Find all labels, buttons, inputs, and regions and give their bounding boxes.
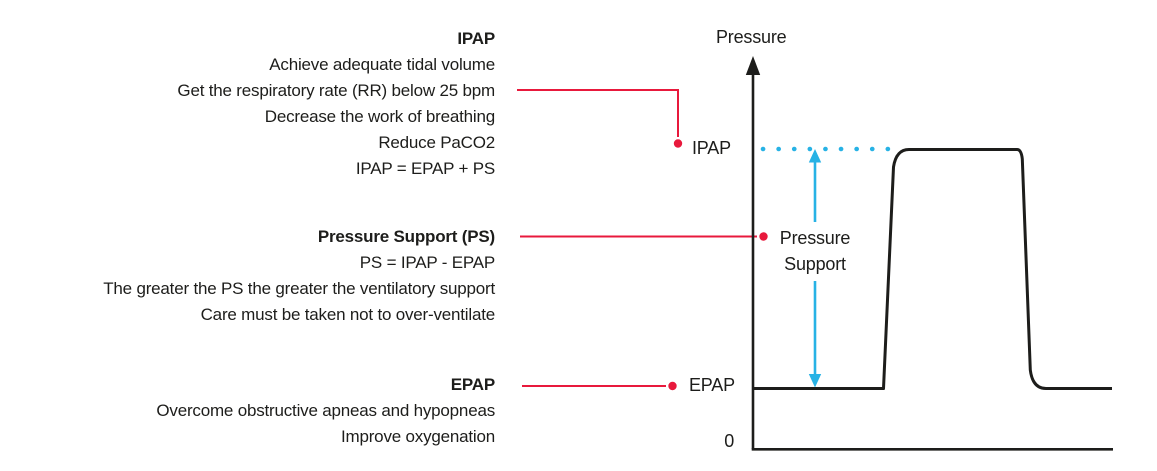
ipap-connector-dot — [673, 139, 683, 148]
pressure-waveform — [753, 148, 1112, 390]
epap-connector-dot — [668, 381, 677, 391]
ipap-line: Reduce PaCO2 — [378, 133, 495, 152]
ipap-line: Achieve adequate tidal volume — [269, 55, 495, 74]
ipap-level-label: IPAP — [692, 138, 731, 158]
ipap-line: IPAP = EPAP + PS — [355, 159, 495, 178]
pressure-support-arrow-label: Pressure Support — [763, 225, 867, 277]
ipap-line: Decrease the work of breathing — [264, 107, 495, 126]
epap-line: Overcome obstructive apneas and hypopnea… — [156, 401, 495, 420]
ipap-heading: IPAP — [457, 29, 495, 48]
pressure-support-label-line2: Support — [784, 254, 846, 274]
ps-line: The greater the PS the greater the venti… — [103, 279, 495, 298]
pressure-support-label-line1: Pressure — [779, 228, 851, 248]
y-axis-arrowhead-icon — [745, 56, 761, 75]
epap-level-label: EPAP — [689, 375, 735, 395]
ps-line: Care must be taken not to over-ventilate — [200, 305, 496, 324]
ps-line: PS = IPAP - EPAP — [359, 253, 495, 272]
origin-zero-label: 0 — [724, 431, 734, 451]
ps-heading: Pressure Support (PS) — [317, 227, 495, 246]
annotation-block-ps: Pressure Support (PS) PS = IPAP - EPAP T… — [0, 224, 495, 328]
ps-connector-dot — [759, 232, 768, 241]
ps-arrow-down-head-icon — [808, 374, 822, 388]
epap-heading: EPAP — [450, 375, 495, 394]
epap-line: Improve oxygenation — [340, 427, 495, 446]
ps-arrow-up-head-icon — [808, 149, 822, 163]
annotation-block-ipap: IPAP Achieve adequate tidal volume Get t… — [0, 26, 495, 182]
ipap-line: Get the respiratory rate (RR) below 25 b… — [177, 81, 495, 100]
ipap-connector-line — [517, 89, 679, 137]
y-axis-title: Pressure — [716, 27, 787, 47]
annotation-block-epap: EPAP Overcome obstructive apneas and hyp… — [0, 372, 495, 450]
